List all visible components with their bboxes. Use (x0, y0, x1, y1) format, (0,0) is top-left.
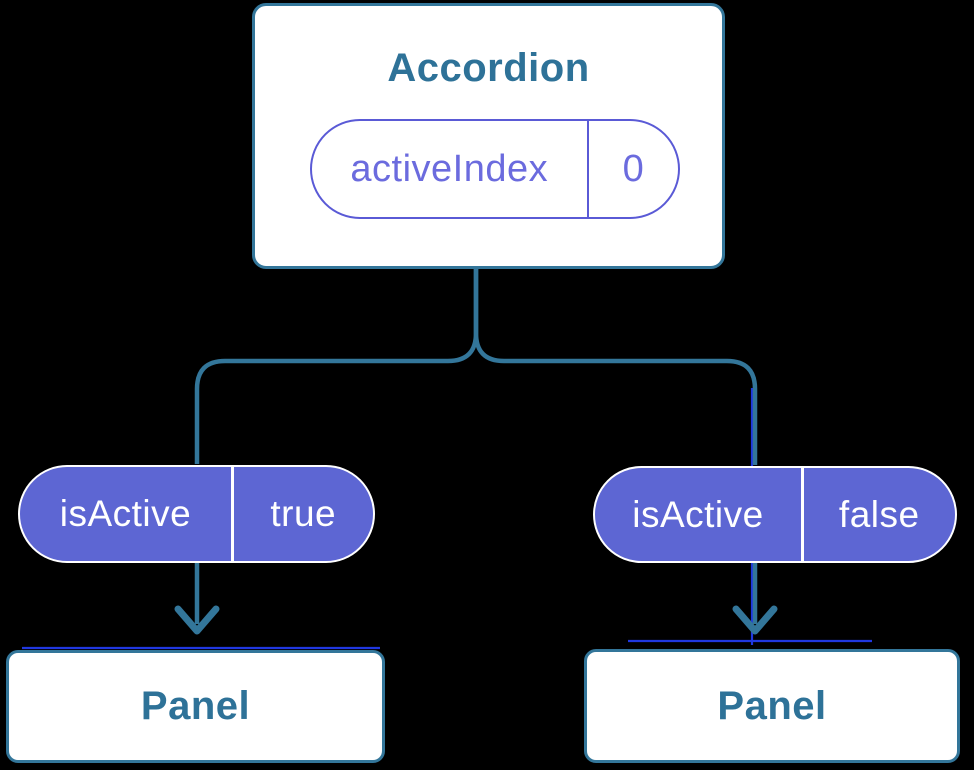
prop-pill-right-divider (801, 468, 804, 561)
prop-pill-left-divider (231, 467, 234, 561)
edge-root-to-left (194, 269, 479, 464)
edge-root-to-right (473, 269, 758, 465)
arrow-down-icon-right (732, 605, 778, 635)
arrow-down-icon-left (174, 605, 220, 635)
prop-pill-left-name: isActive (59, 493, 192, 534)
state-pill: activeIndex 0 (310, 119, 680, 219)
panel-node-right-title: Panel (717, 683, 827, 728)
prop-pill-right: isActive false (593, 466, 957, 563)
state-pill-divider (586, 121, 589, 217)
prop-pill-right-value: false (838, 493, 920, 535)
state-pill-name: activeIndex (350, 147, 549, 190)
prop-pill-left-value: true (270, 493, 337, 534)
prop-pill-left: isActive true (18, 465, 375, 563)
panel-node-left-title: Panel (140, 684, 251, 728)
panel-node-right: Panel (584, 649, 960, 763)
state-pill-value: 0 (622, 147, 645, 190)
prop-pill-right-name: isActive (632, 493, 764, 535)
panel-node-left: Panel (6, 650, 385, 763)
accordion-node-title: Accordion (387, 46, 590, 90)
